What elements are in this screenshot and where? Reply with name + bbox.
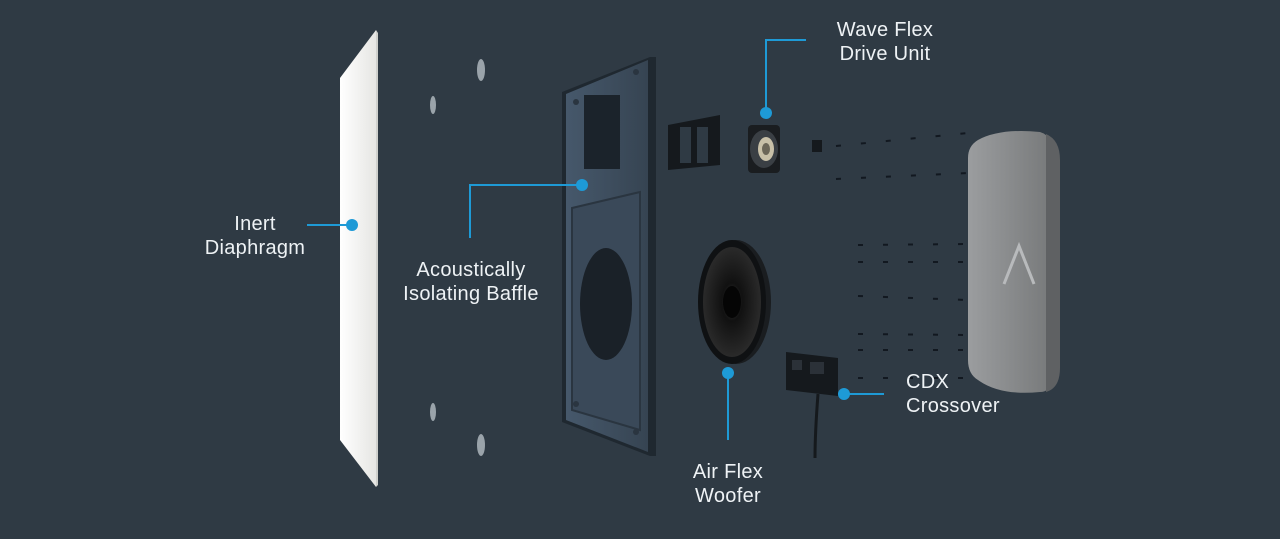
callout-lines [307, 39, 884, 440]
isolating-baffle [562, 57, 656, 456]
wave-flex-drive-unit [748, 125, 780, 173]
small-connector [812, 140, 822, 152]
alignment-guides [835, 132, 969, 379]
triangle-logo-icon [1002, 241, 1036, 285]
label-acoustically-isolating-baffle: Acoustically Isolating Baffle [403, 259, 539, 305]
label-inert-diaphragm: Inert Diaphragm [204, 213, 306, 259]
label-air-flex-woofer: Air Flex Woofer [692, 461, 764, 507]
inert-diaphragm-panel [340, 30, 378, 487]
tweeter-bracket [668, 115, 720, 170]
cdx-crossover-board [786, 352, 838, 459]
label-cdx-crossover: CDX Crossover [906, 371, 1000, 417]
mounting-pegs [430, 59, 485, 456]
air-flex-woofer [698, 240, 771, 364]
back-cover [968, 131, 1060, 393]
callout-dots [346, 107, 850, 400]
label-wave-flex-drive-unit: Wave Flex Drive Unit [836, 19, 934, 65]
